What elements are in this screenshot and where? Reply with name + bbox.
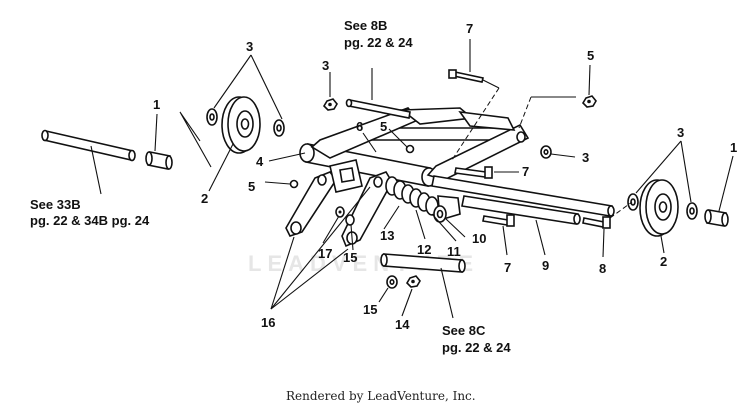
callout-3-top-right: 3 <box>677 125 684 140</box>
screw-5-center <box>405 144 415 154</box>
callout-8: 8 <box>599 261 606 276</box>
torsion-spring <box>385 176 439 216</box>
nut-14 <box>405 275 421 288</box>
nut-17 <box>335 206 345 218</box>
left-assembly-bracket <box>179 111 212 168</box>
callout-5-center: 5 <box>380 119 387 134</box>
callout-9: 9 <box>542 258 549 273</box>
ref-33b-line1: See 33B <box>30 197 81 212</box>
right-washer-1 <box>627 193 639 211</box>
right-washer-2 <box>686 202 698 220</box>
callout-11: 11 <box>447 244 461 259</box>
top-pivot-link <box>458 110 516 131</box>
callout-10: 10 <box>472 231 486 246</box>
callout-5-left: 5 <box>248 179 255 194</box>
callout-6: 6 <box>356 119 363 134</box>
bolt-mid-right <box>454 166 493 179</box>
callout-7-bottom: 7 <box>504 260 511 275</box>
washer-5-right <box>516 131 526 143</box>
nut-5-top-right <box>581 95 597 108</box>
bolt-bottom <box>482 214 515 227</box>
callout-3-mid-right: 3 <box>582 150 589 165</box>
callout-4: 4 <box>256 154 264 169</box>
callout-5-top-right: 5 <box>587 48 594 63</box>
lower-shaft-8c <box>380 253 466 273</box>
left-washer-1 <box>206 108 218 126</box>
left-washer-2 <box>273 119 285 137</box>
upper-right-shaft <box>431 175 615 217</box>
callout-3-top-left: 3 <box>246 39 253 54</box>
bolt-top <box>448 69 484 83</box>
ref-8b-line1: See 8B <box>344 18 387 33</box>
callout-16: 16 <box>261 315 275 330</box>
callout-12: 12 <box>417 242 431 257</box>
ref-33b-line2: pg. 22 & 34B pg. 24 <box>30 213 150 228</box>
right-spacer-bushing <box>704 209 729 227</box>
left-spacer-bushing <box>145 151 173 170</box>
callout-7-top: 7 <box>466 21 473 36</box>
spring-washer <box>433 205 447 223</box>
arm-bracket-plate <box>329 159 363 193</box>
callout-17: 17 <box>318 246 332 261</box>
washer-15-lower <box>386 275 398 289</box>
render-credit: Rendered by LeadVenture, Inc. <box>286 389 476 403</box>
left-shaft <box>41 129 136 162</box>
callout-2-left: 2 <box>201 191 208 206</box>
upper-bolt-8b <box>345 98 411 119</box>
callout-15-lower: 15 <box>363 302 377 317</box>
left-drop-arm <box>285 171 337 237</box>
callout-2-right: 2 <box>660 254 667 269</box>
left-idler-wheel <box>221 96 261 154</box>
ref-8c-line1: See 8C <box>442 323 486 338</box>
callout-7-mid-right: 7 <box>522 164 529 179</box>
lower-axle-9 <box>461 195 581 225</box>
nut-3-left <box>322 98 338 111</box>
screw-5-left <box>289 179 299 189</box>
bolt-8 <box>582 216 611 229</box>
callout-3-left-nut: 3 <box>322 58 329 73</box>
ref-8b-line2: pg. 22 & 24 <box>344 35 413 50</box>
washer-15-upper <box>345 214 355 226</box>
callout-15-upper: 15 <box>343 250 357 265</box>
callout-1-left: 1 <box>153 97 160 112</box>
leader-lines <box>90 39 734 319</box>
washer-3-mid <box>540 145 552 159</box>
ref-8c-line2: pg. 22 & 24 <box>442 340 511 355</box>
right-idler-wheel <box>639 179 679 237</box>
callout-14: 14 <box>395 317 410 332</box>
callout-13: 13 <box>380 228 394 243</box>
callout-1-right: 1 <box>730 140 737 155</box>
